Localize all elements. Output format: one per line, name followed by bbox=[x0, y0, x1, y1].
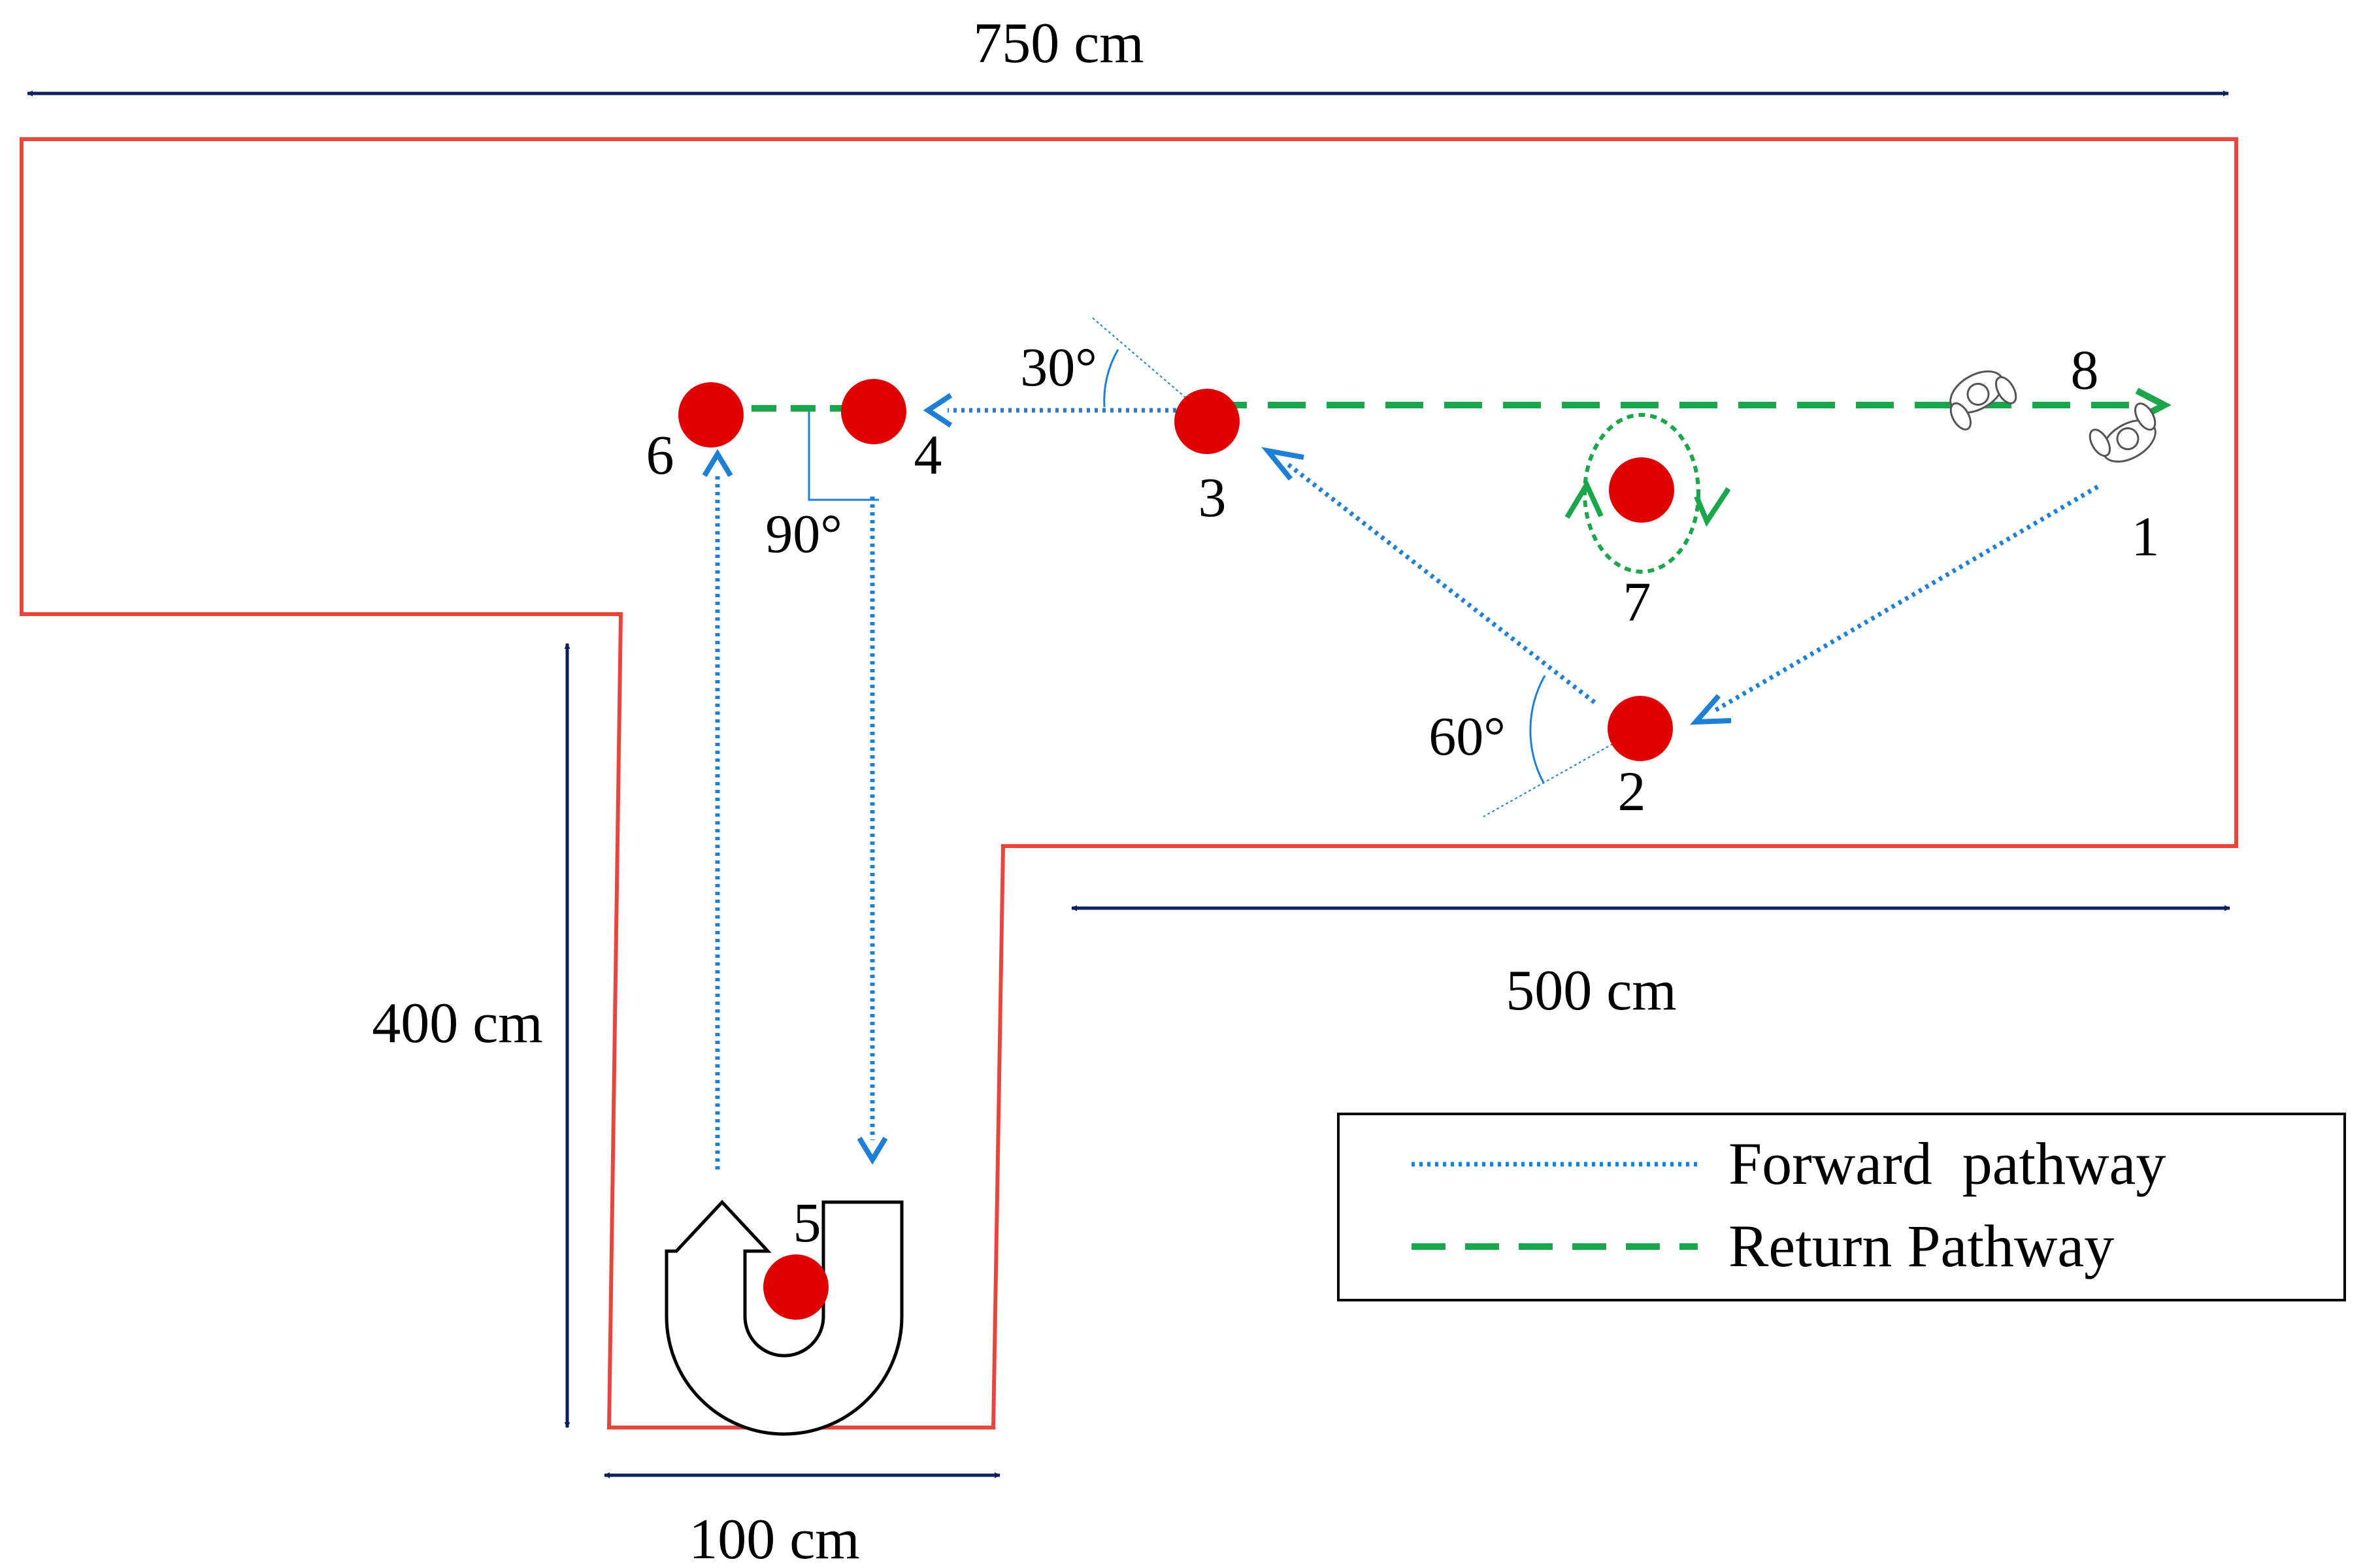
node-label-7: 7 bbox=[1623, 570, 1651, 633]
marker-2 bbox=[1608, 696, 1673, 761]
node-label-5: 5 bbox=[793, 1191, 821, 1254]
dimension-lines bbox=[27, 90, 2230, 1478]
rotation-arrowhead bbox=[1564, 479, 1604, 519]
u-turn-arrow-icon bbox=[665, 1200, 904, 1436]
angle-90-label: 90° bbox=[765, 504, 842, 564]
person-arm bbox=[2134, 402, 2156, 431]
bottom-width-label: 100 cm bbox=[689, 1508, 860, 1568]
marker-4 bbox=[841, 379, 906, 444]
marker-3 bbox=[1174, 389, 1240, 454]
right-angle-marker bbox=[808, 408, 879, 501]
node-label-1: 1 bbox=[2132, 505, 2160, 568]
forward-arrowhead bbox=[702, 449, 733, 478]
angle-60-label: 60° bbox=[1429, 706, 1506, 767]
rotation-loop bbox=[1583, 413, 1700, 574]
person-head bbox=[1966, 382, 1990, 406]
forward-arrowhead bbox=[1689, 694, 1732, 725]
angle-60-arc bbox=[1529, 675, 1546, 783]
person-head bbox=[2116, 427, 2140, 451]
forward-arrowhead bbox=[1261, 447, 1304, 481]
person-arm bbox=[2089, 429, 2111, 457]
person-icon bbox=[1949, 370, 2017, 431]
marker-7 bbox=[1609, 457, 1674, 523]
marker-5 bbox=[763, 1254, 829, 1320]
forward-arrowhead bbox=[857, 1136, 888, 1165]
marker-6 bbox=[678, 382, 744, 448]
forward-pathway-segment bbox=[1285, 462, 1596, 704]
cone-markers bbox=[678, 379, 1674, 1320]
angle-30-label: 30° bbox=[1020, 337, 1097, 398]
legend-box bbox=[1337, 1113, 2346, 1301]
forward-arrowheads bbox=[702, 393, 1732, 1165]
person-arm bbox=[1949, 402, 1972, 431]
forward-pathway bbox=[715, 408, 2099, 1169]
left-height-label: 400 cm bbox=[372, 992, 543, 1055]
node-label-8: 8 bbox=[2071, 338, 2099, 401]
angle-30-arc bbox=[1103, 349, 1119, 408]
legend-return-label: Return Pathway bbox=[1728, 1213, 2114, 1279]
node-label-4: 4 bbox=[914, 423, 942, 486]
person-arm bbox=[1995, 376, 2017, 404]
right-width-label: 500 cm bbox=[1506, 959, 1677, 1022]
course-wall-outline bbox=[20, 137, 2238, 1429]
angle-30-guide-line bbox=[1091, 316, 1206, 416]
legend: Forward pathway Return Pathway bbox=[1337, 1113, 2346, 1301]
node-label-2: 2 bbox=[1618, 760, 1646, 823]
rotation-arrowhead bbox=[1694, 487, 1731, 527]
legend-forward-label: Forward pathway bbox=[1728, 1130, 2166, 1197]
angle-60-guide-line bbox=[1483, 728, 1641, 817]
person-icon bbox=[2089, 402, 2156, 463]
forward-pathway-segment bbox=[1711, 484, 2099, 715]
node-label-6: 6 bbox=[646, 423, 674, 486]
node-label-3: 3 bbox=[1198, 466, 1227, 529]
forward-arrowhead bbox=[923, 393, 953, 428]
top-width-label: 750 cm bbox=[973, 12, 1144, 75]
angle-guides bbox=[808, 316, 1641, 817]
rotate-arrow-icon bbox=[1564, 413, 1731, 574]
